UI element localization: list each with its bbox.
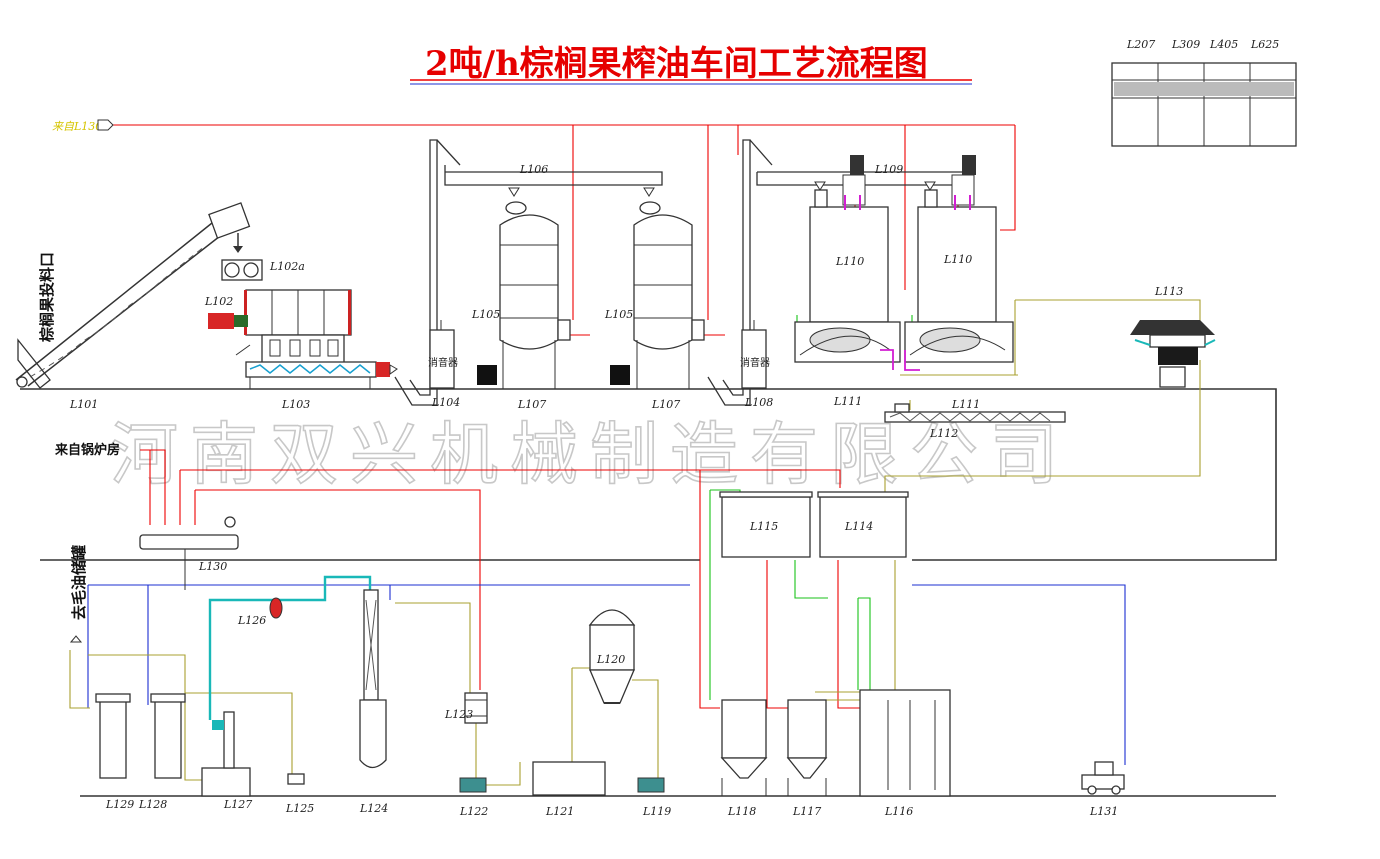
press-outlet-pipe-2 xyxy=(904,350,920,371)
tank-l121 xyxy=(532,761,606,796)
label-l102a: L102a xyxy=(269,260,305,273)
filter-l128 xyxy=(150,693,186,779)
sterilizer-vessel-l107-1 xyxy=(477,187,571,389)
label-l111-2: L111 xyxy=(951,398,980,411)
label-l129: L129 xyxy=(105,798,134,811)
label-l110-1: L110 xyxy=(835,255,864,268)
clarifier-tank-l116 xyxy=(859,689,951,797)
tank-l115 xyxy=(719,491,813,558)
label-l120: L120 xyxy=(596,653,625,666)
label-l109: L109 xyxy=(874,163,903,176)
label-l106: L106 xyxy=(519,163,548,176)
vacuum-unit-l127 xyxy=(201,711,251,797)
label-l102: L102 xyxy=(204,295,233,308)
panel-label-1: L207 xyxy=(1126,38,1155,51)
label-l115: L115 xyxy=(749,520,778,533)
label-l110-2: L110 xyxy=(943,253,972,266)
exhaust-stack-l108 xyxy=(707,139,969,406)
label-l116: L116 xyxy=(884,805,913,818)
cyan-pipes xyxy=(208,575,372,720)
filter-l126 xyxy=(269,597,283,619)
feed-port-label: 棕榈果投料口 xyxy=(38,252,56,342)
air-compressor-l131 xyxy=(1081,761,1125,795)
label-l121: L121 xyxy=(545,805,574,818)
settling-tank-l117 xyxy=(786,699,828,796)
label-l101: L101 xyxy=(69,398,98,411)
diagram-title: 2吨/h棕榈果榨油车间工艺流程图 xyxy=(425,44,928,84)
exhaust-stack-l104 xyxy=(394,139,663,406)
digester-l110-1 xyxy=(794,155,901,363)
feed-conveyor-l101 xyxy=(15,202,251,389)
label-l117: L117 xyxy=(792,805,821,818)
label-l118: L118 xyxy=(727,805,756,818)
label-l107-2: L107 xyxy=(651,398,680,411)
column-l124 xyxy=(359,589,387,769)
digester-l110-2 xyxy=(904,155,1014,363)
water-pipes xyxy=(87,584,1126,765)
label-l112: L112 xyxy=(929,427,958,440)
label-l127: L127 xyxy=(223,798,252,811)
to-crude-tank-label: 去毛油储罐 xyxy=(70,545,88,620)
label-l113: L113 xyxy=(1154,285,1183,298)
pump-l122 xyxy=(459,777,487,793)
tank-l120 xyxy=(588,609,636,704)
silencer-label-1: 消音器 xyxy=(428,356,458,369)
label-l125: L125 xyxy=(285,802,314,815)
label-l126: L126 xyxy=(237,614,266,627)
label-l128: L128 xyxy=(138,798,167,811)
label-l130: L130 xyxy=(198,560,227,573)
label-l104: L104 xyxy=(431,396,460,409)
oil-pipes xyxy=(69,299,1201,786)
label-l119: L119 xyxy=(642,805,671,818)
watermark: 河南双兴机械制造有限公司 xyxy=(110,416,1070,495)
label-l131: L131 xyxy=(1089,805,1118,818)
label-l105-2: L105 xyxy=(604,308,633,321)
label-l124: L124 xyxy=(359,802,388,815)
filter-l129 xyxy=(95,693,131,779)
label-l107-1: L107 xyxy=(517,398,546,411)
from-boiler-label: 来自锅炉房 xyxy=(54,442,120,458)
label-l111-1: L111 xyxy=(833,395,862,408)
up-arrow-icon xyxy=(69,635,83,643)
steam-manifold-l130 xyxy=(139,516,239,590)
panel-label-3: L405 xyxy=(1209,38,1238,51)
heat-exchanger-l123 xyxy=(464,692,488,724)
tank-l114 xyxy=(817,491,909,558)
label-l122: L122 xyxy=(459,805,488,818)
upper-floor-line xyxy=(20,388,1277,561)
pump-l119 xyxy=(637,777,665,793)
label-l108: L108 xyxy=(744,396,773,409)
label-l123: L123 xyxy=(444,708,473,721)
label-l103: L103 xyxy=(281,398,310,411)
control-panel-group: L207 L309 L405 L625 xyxy=(1111,38,1297,147)
from-l130-arrow-icon xyxy=(97,119,114,131)
label-l114: L114 xyxy=(844,520,873,533)
vibrating-screen-l113 xyxy=(1130,320,1216,388)
settling-tank-l118 xyxy=(720,699,768,796)
panel-label-2: L309 xyxy=(1171,38,1200,51)
panel-label-4: L625 xyxy=(1250,38,1279,51)
from-l130-label: 来自L130 xyxy=(52,120,102,133)
label-l105-1: L105 xyxy=(471,308,500,321)
press-outlet-pipe-1 xyxy=(880,349,894,370)
pump-l125 xyxy=(287,773,305,785)
sterilizer-vessel-l107-2 xyxy=(610,187,705,389)
screw-conveyor-l112 xyxy=(884,403,1066,423)
silencer-label-2: 消音器 xyxy=(740,356,770,369)
sterilizer-l102-group xyxy=(208,259,398,389)
